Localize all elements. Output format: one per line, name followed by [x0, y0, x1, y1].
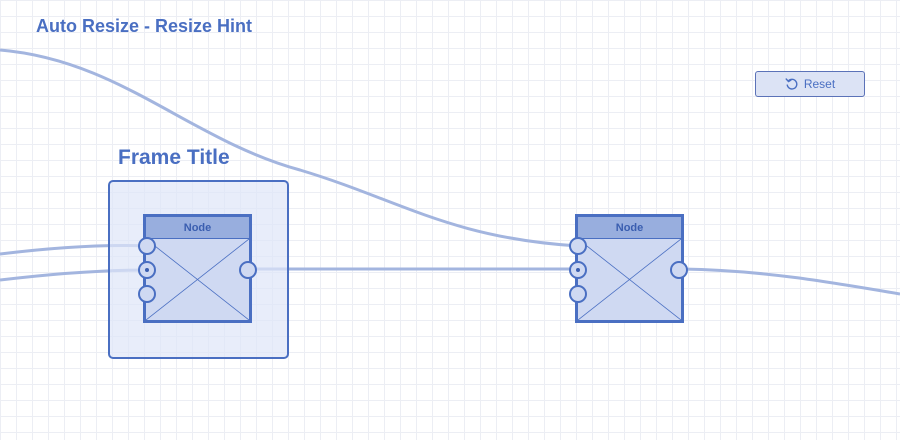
- wire-right-out[interactable]: [681, 267, 900, 296]
- page-title: Auto Resize - Resize Hint: [36, 16, 253, 36]
- node-2-output-port[interactable]: [670, 261, 688, 279]
- node-1-input-port-2[interactable]: [138, 261, 156, 279]
- node-2-input-port-1[interactable]: [569, 237, 587, 255]
- node-2-input-port-3[interactable]: [569, 285, 587, 303]
- reset-button[interactable]: Reset: [755, 71, 865, 97]
- node-placeholder-body: [146, 239, 249, 320]
- node-1-input-port-1[interactable]: [138, 237, 156, 255]
- node-1-input-port-3[interactable]: [138, 285, 156, 303]
- node-1[interactable]: Node: [143, 214, 252, 323]
- node-2[interactable]: Node: [575, 214, 684, 323]
- wire-top-curve[interactable]: [0, 48, 579, 248]
- node-header[interactable]: Node: [146, 217, 249, 239]
- frame-title[interactable]: Frame Title: [118, 146, 230, 169]
- rotate-ccw-icon: [785, 77, 799, 91]
- node-placeholder-body: [578, 239, 681, 320]
- node-1-output-port[interactable]: [239, 261, 257, 279]
- node-header[interactable]: Node: [578, 217, 681, 239]
- reset-button-label: Reset: [803, 77, 836, 91]
- node-2-input-port-2[interactable]: [569, 261, 587, 279]
